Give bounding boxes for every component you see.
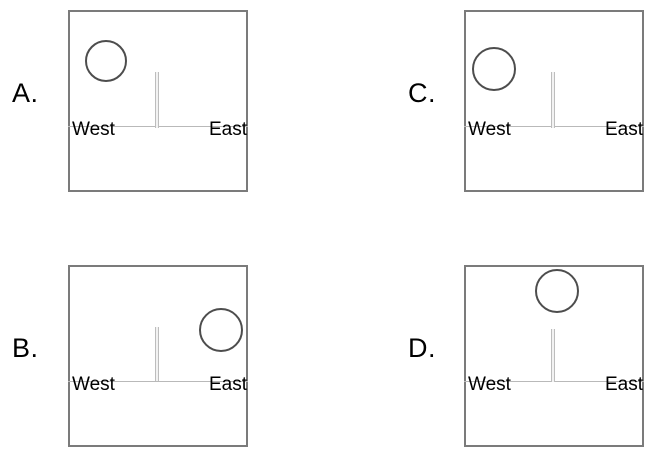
option-letter-d: D.: [408, 333, 436, 363]
west-label-c: West: [468, 119, 511, 140]
east-label-a: East: [208, 119, 247, 140]
sun-icon-a: [85, 40, 127, 82]
west-label-a: West: [72, 119, 115, 140]
pole-icon-d: [551, 329, 555, 382]
east-label-b: East: [208, 374, 247, 395]
option-letter-c: C.: [408, 78, 436, 108]
option-letter-b: B.: [12, 333, 39, 363]
west-label-b: West: [72, 374, 115, 395]
sun-icon-c: [472, 47, 516, 91]
pole-icon-b: [155, 327, 159, 381]
east-label-c: East: [604, 119, 643, 140]
pole-icon-c: [551, 72, 555, 128]
sun-icon-d: [535, 269, 579, 313]
sun-icon-b: [199, 308, 243, 352]
east-label-d: East: [604, 374, 643, 395]
option-letter-a: A.: [12, 78, 39, 108]
west-label-d: West: [468, 374, 511, 395]
horizon-line-b: [68, 381, 248, 382]
pole-icon-a: [155, 72, 159, 128]
